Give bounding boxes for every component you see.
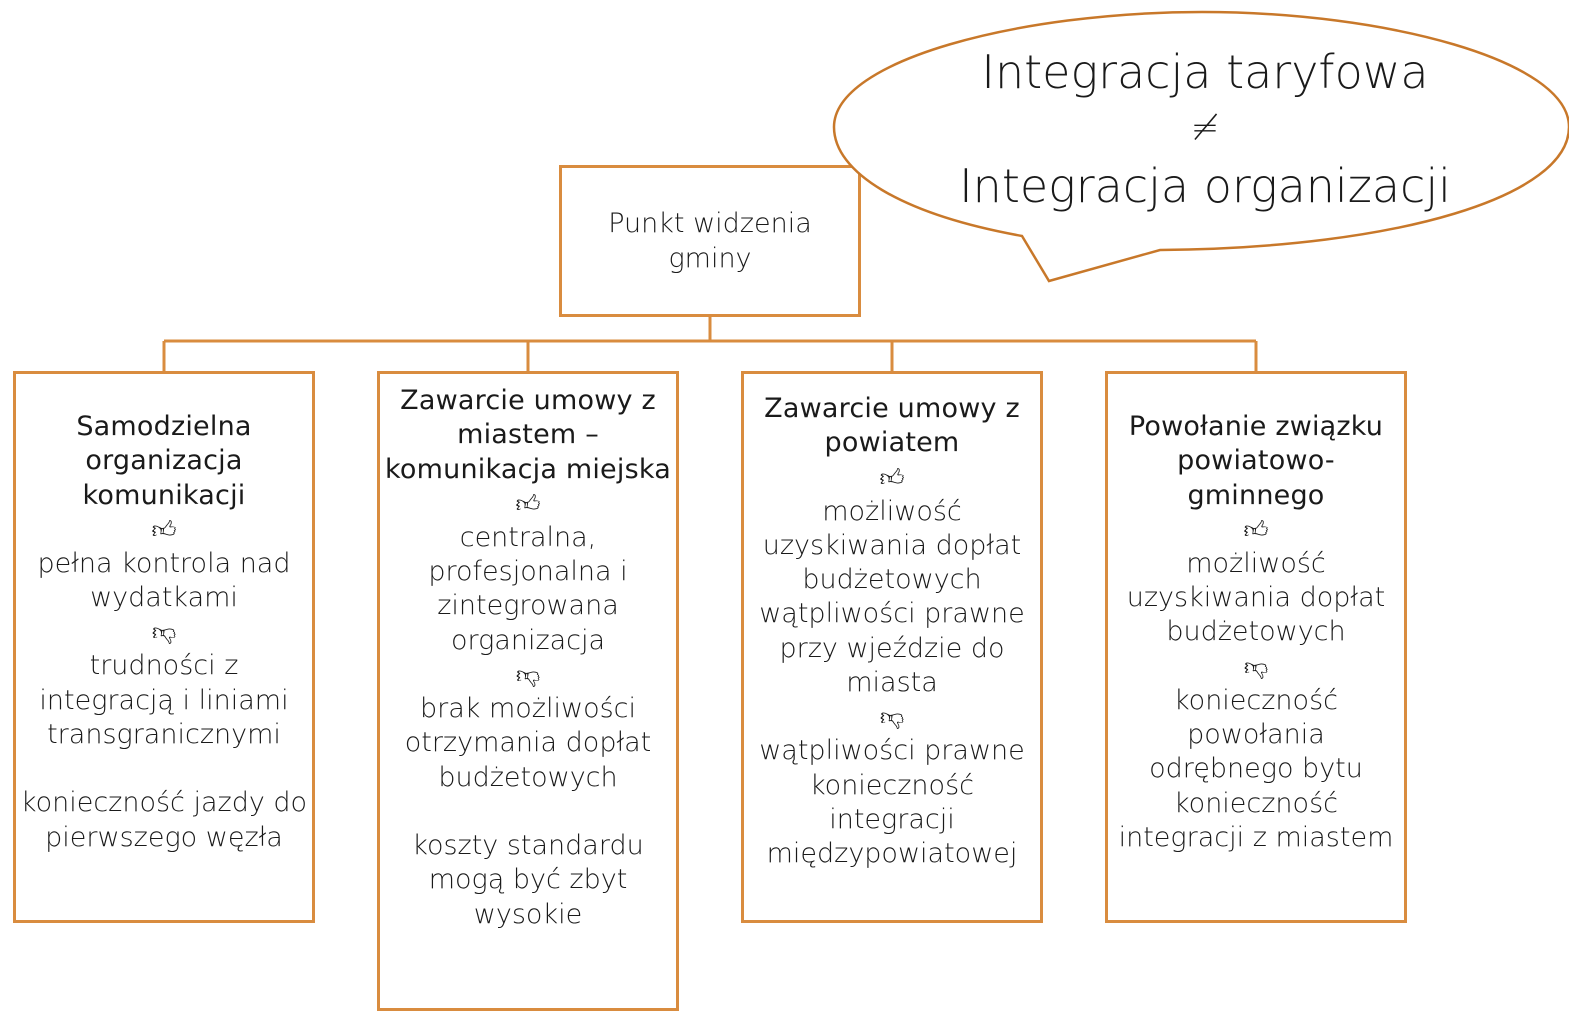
thumbs-up-icon: 👍︎ (879, 463, 905, 492)
thumbs-down-icon: 👎︎ (1243, 652, 1269, 681)
con-item: konieczność integracji z miastem (1118, 787, 1394, 853)
pro-item: możliwość uzyskiwania dopłat budżetowych (762, 495, 1022, 596)
option-box-2: Zawarcie umowy z miastem – komunikacja m… (377, 371, 679, 1011)
con-item: koszty standardu mogą być zbyt wysokie (412, 829, 644, 930)
thumbs-up-icon: 👍︎ (515, 489, 541, 518)
pro-item: pełna kontrola nad wydatkami (37, 547, 291, 614)
option-box-1: Samodzielna organizacja komunikacji 👍︎ p… (13, 371, 315, 923)
speech-bubble-shape (832, 10, 1569, 283)
con-item: konieczność jazdy do pierwszego węzła (20, 787, 308, 853)
root-label: Punkt widzenia gminy (608, 208, 812, 274)
option-title: Samodzielna organizacja komunikacji (76, 411, 252, 511)
con-item: konieczność integracji międzypowiatowej (766, 769, 1018, 870)
thumbs-up-icon: 👍︎ (1243, 515, 1269, 544)
option-title: Zawarcie umowy z miastem – komunikacja m… (385, 385, 671, 485)
option-title: Powołanie związku powiatowo-gminnego (1128, 411, 1384, 511)
con-item: trudności z integracją i liniami transgr… (39, 650, 289, 751)
root-box: Punkt widzenia gminy (559, 165, 861, 317)
option-title: Zawarcie umowy z powiatem (764, 393, 1020, 459)
not-equal-symbol: ≠ (1190, 108, 1220, 148)
bubble-line-2: Integracja organizacji (959, 159, 1451, 213)
thumbs-down-icon: 👎︎ (151, 618, 177, 647)
con-item: brak możliwości otrzymania dopłat budżet… (404, 693, 652, 793)
thumbs-up-icon: 👍︎ (151, 515, 177, 544)
option-box-3: Zawarcie umowy z powiatem 👍︎ możliwość u… (741, 371, 1043, 923)
thumbs-down-icon: 👎︎ (879, 703, 905, 732)
bubble-line-1: Integracja taryfowa (981, 45, 1429, 99)
thumbs-down-icon: 👎︎ (515, 661, 541, 690)
con-item: wątpliwości prawne (759, 735, 1025, 767)
pro-item: centralna, profesjonalna i zintegrowana … (428, 521, 628, 656)
pro-item: wątpliwości prawne przy wjeździe do mias… (759, 598, 1025, 699)
con-item: konieczność powołania odrębnego bytu (1149, 684, 1363, 785)
pro-item: możliwość uzyskiwania dopłat budżetowych (1126, 547, 1386, 648)
option-box-4: Powołanie związku powiatowo-gminnego 👍︎ … (1105, 371, 1407, 923)
